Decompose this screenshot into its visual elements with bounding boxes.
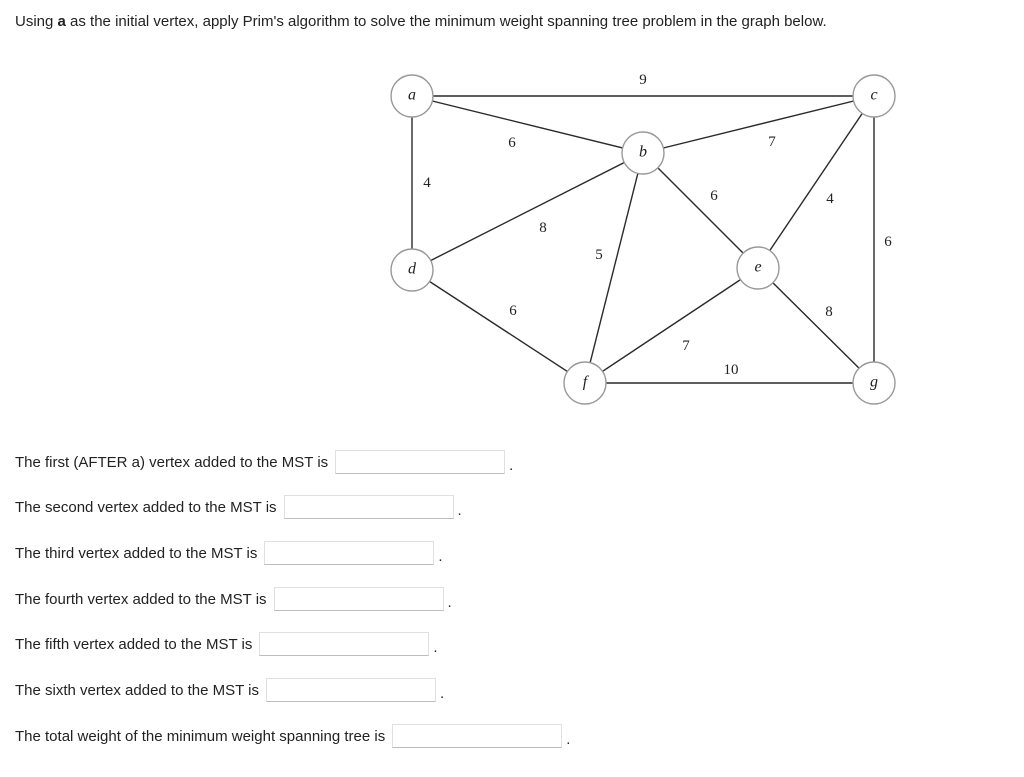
vertex-circle-e (736, 246, 780, 290)
initial-vertex: a (57, 13, 66, 30)
vertex-f: f (563, 361, 607, 405)
vertex-label-b: b (639, 144, 647, 161)
answer-row-fourth: The fourth vertex added to the MST is . (15, 586, 452, 612)
edge-d-b (411, 152, 644, 271)
edge-b-f (584, 152, 644, 384)
third-vertex-input[interactable] (264, 541, 435, 565)
answer-label: The second vertex added to the MST is (15, 498, 277, 516)
vertex-label-g: g (870, 374, 878, 391)
answer-label: The fifth vertex added to the MST is (15, 635, 253, 653)
vertex-a: a (390, 74, 434, 118)
vertex-g: g (852, 361, 896, 405)
answer-label: The third vertex added to the MST is (15, 544, 258, 562)
question-suffix: as the initial vertex, apply Prim's algo… (65, 13, 827, 30)
period: . (457, 501, 462, 519)
edge-weight-d-b: 8 (539, 220, 547, 236)
period: . (433, 638, 438, 656)
edge-weight-a-d: 4 (423, 175, 431, 191)
graph-vertices: a b c d e f g (390, 74, 896, 405)
vertex-label-e: e (754, 259, 761, 276)
period: . (438, 547, 443, 565)
vertex-label-f: f (583, 374, 590, 391)
answer-label: The first (AFTER a) vertex added to the … (15, 453, 329, 471)
answer-row-first: The first (AFTER a) vertex added to the … (15, 449, 513, 475)
edge-weight-b-e: 6 (710, 188, 718, 204)
vertex-circle-d (390, 248, 434, 292)
edge-b-e (642, 152, 759, 269)
answer-row-sixth: The sixth vertex added to the MST is . (15, 677, 444, 703)
period: . (440, 684, 445, 702)
vertex-c: c (852, 74, 896, 118)
vertex-b: b (621, 131, 665, 175)
period: . (447, 593, 452, 611)
first-vertex-input[interactable] (335, 450, 506, 474)
vertex-label-d: d (408, 261, 417, 278)
graph-edges (411, 95, 875, 384)
edge-e-c (757, 95, 875, 269)
edge-weight-c-g: 6 (884, 234, 892, 250)
edge-weight-f-e: 7 (682, 338, 690, 354)
fourth-vertex-input[interactable] (273, 587, 444, 611)
vertex-circle-a (390, 74, 434, 118)
edge-b-c (642, 95, 875, 154)
edge-weight-e-c: 4 (826, 191, 834, 207)
answer-label: The total weight of the minimum weight s… (15, 727, 386, 745)
sixth-vertex-input[interactable] (266, 678, 437, 702)
vertex-label-a: a (408, 87, 416, 104)
vertex-label-c: c (870, 87, 877, 104)
edge-weight-a-c: 9 (639, 72, 647, 88)
graph-diagram: 9 6 4 7 8 5 6 4 6 6 7 10 8 a b c d e f g (390, 72, 896, 405)
fifth-vertex-input[interactable] (259, 632, 430, 656)
question-prefix: Using (15, 13, 58, 30)
edge-f-e (584, 267, 759, 384)
edge-weight-f-g: 10 (724, 362, 739, 378)
edge-d-f (411, 269, 586, 384)
answer-row-second: The second vertex added to the MST is . (15, 494, 462, 520)
period: . (566, 730, 571, 748)
vertex-circle-g (852, 361, 896, 405)
answer-label: The fourth vertex added to the MST is (15, 590, 267, 608)
total-weight-input[interactable] (392, 724, 563, 748)
edge-weight-b-f: 5 (595, 247, 603, 263)
vertex-d: d (390, 248, 434, 292)
second-vertex-input[interactable] (283, 495, 454, 519)
edge-weight-a-b: 6 (508, 135, 516, 151)
question-text: Using a as the initial vertex, apply Pri… (15, 12, 827, 32)
answer-row-fifth: The fifth vertex added to the MST is . (15, 631, 438, 657)
graph-edge-weights: 9 6 4 7 8 5 6 4 6 6 7 10 8 (423, 72, 892, 378)
answer-row-third: The third vertex added to the MST is . (15, 540, 443, 566)
vertex-circle-c (852, 74, 896, 118)
vertex-circle-b (621, 131, 665, 175)
edge-a-b (411, 95, 644, 154)
edge-weight-b-c: 7 (768, 134, 776, 150)
vertex-e: e (736, 246, 780, 290)
answer-row-total: The total weight of the minimum weight s… (15, 723, 570, 749)
edge-e-g (757, 267, 875, 384)
edge-weight-d-f: 6 (509, 303, 517, 319)
edge-weight-e-g: 8 (825, 304, 833, 320)
answer-label: The sixth vertex added to the MST is (15, 681, 260, 699)
period: . (509, 456, 514, 474)
vertex-circle-f (563, 361, 607, 405)
